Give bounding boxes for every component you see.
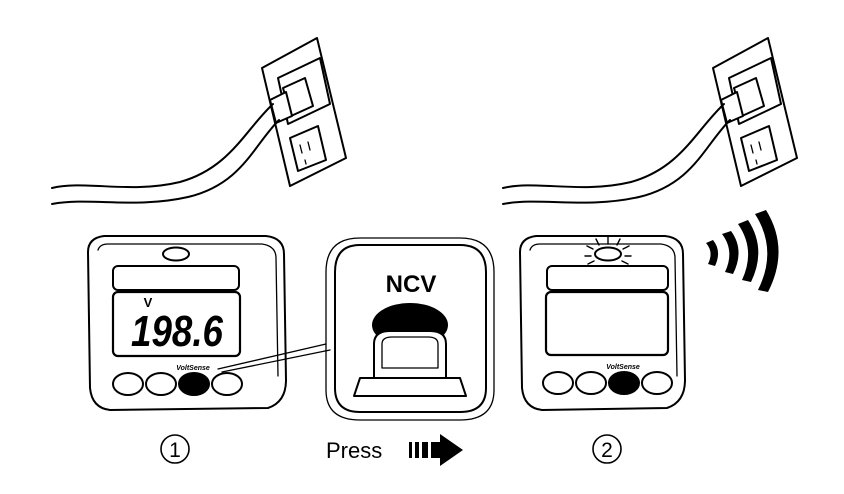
light-burst-icon	[584, 235, 632, 265]
lcd-screen-2	[544, 290, 670, 357]
ncv-callout: NCV	[325, 237, 495, 421]
step-1-marker: 1	[160, 434, 190, 464]
power-plug-2	[720, 77, 765, 124]
meter-button-2a[interactable]	[542, 371, 574, 395]
meter-button-2d[interactable]	[641, 371, 673, 395]
right-arrow-icon	[409, 434, 463, 466]
meter-button-1a[interactable]	[112, 372, 144, 396]
display-reading: 198.6	[131, 307, 223, 356]
voltsense-label-1: VoltSense	[176, 365, 210, 372]
power-cord-2	[502, 103, 731, 205]
display-unit: V	[144, 295, 153, 310]
step-2-marker: 2	[592, 434, 622, 464]
ncv-button-1[interactable]	[178, 372, 210, 396]
ncv-label: NCV	[386, 271, 437, 298]
indicator-light-1	[162, 246, 190, 262]
meter-button-1d[interactable]	[211, 372, 243, 396]
sound-waves-icon	[706, 210, 779, 292]
voltsense-label-2: VoltSense	[606, 364, 640, 371]
ncv-button-2[interactable]	[608, 371, 640, 395]
lcd-screen-1	[111, 290, 242, 358]
press-label: Press	[326, 438, 382, 463]
meter-button-2b[interactable]	[575, 371, 607, 395]
callout-leader	[217, 343, 331, 373]
meter-body-2: VoltSense	[519, 235, 686, 411]
indicator-light-2	[594, 246, 622, 262]
meter-body-1: V 198.6 VoltSense	[87, 235, 287, 411]
power-plug-1	[269, 77, 314, 124]
power-cord-1	[51, 103, 280, 205]
meter-button-1b[interactable]	[145, 372, 177, 396]
step-1-number: 1	[169, 439, 181, 462]
step-2-number: 2	[601, 439, 613, 462]
